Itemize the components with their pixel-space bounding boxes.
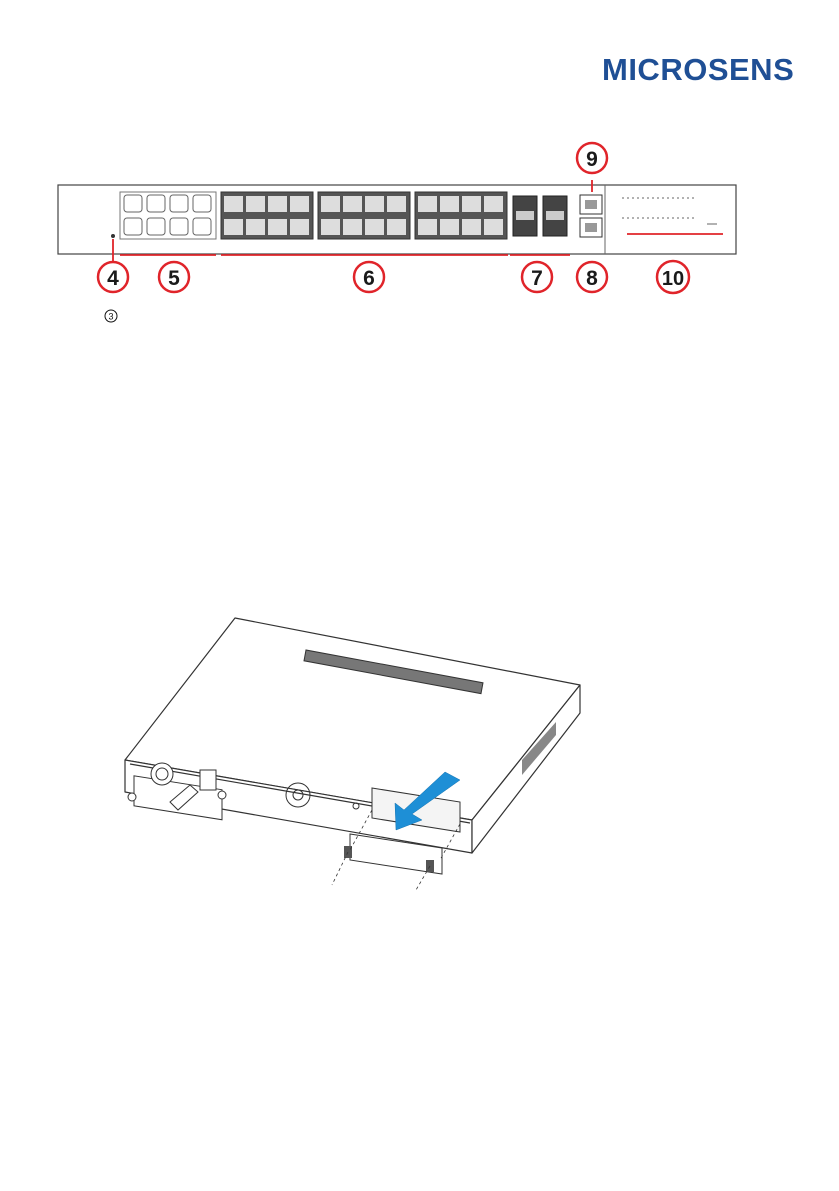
front-panel-diagram: 4 5 6 7 8 9 10 [50,140,750,300]
svg-text:9: 9 [586,148,598,171]
combo-port-group-3 [415,192,507,239]
rear-module-installation-diagram [110,610,600,890]
combo-port-group-2 [318,192,410,239]
rj45-port-block-left [120,192,216,239]
callout-7: 7 [522,262,552,292]
callout-4: 4 [98,262,128,292]
callout-3: 3 [104,309,118,323]
svg-text:3: 3 [108,312,113,322]
callout-5: 5 [159,262,189,292]
svg-text:7: 7 [531,267,543,290]
callout-10: 10 [657,261,689,293]
svg-text:4: 4 [107,267,119,290]
reset-button [111,234,115,238]
callout-8: 8 [577,262,607,292]
top-vent [304,650,483,694]
combo-port-group-1 [221,192,313,239]
microsens-logo: MICROSENS [602,54,814,86]
svg-text:10: 10 [662,268,684,290]
svg-text:6: 6 [363,267,375,290]
svg-text:8: 8 [586,267,598,290]
svg-text:5: 5 [168,267,180,290]
callout-9: 9 [577,143,607,173]
callout-6: 6 [354,262,384,292]
